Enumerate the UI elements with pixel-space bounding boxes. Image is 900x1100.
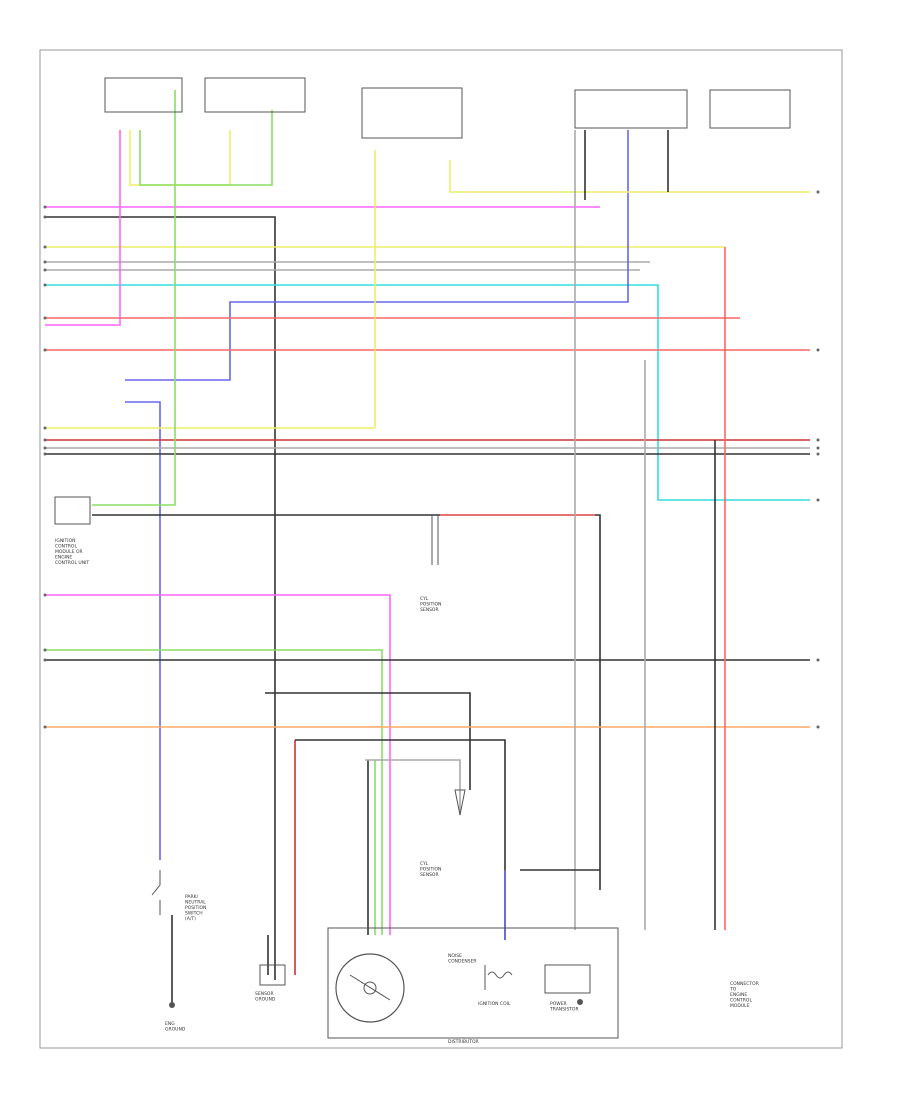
terminal-right-w-red-2 (816, 348, 820, 352)
terminal-right-w-orange (816, 725, 820, 729)
terminal-w-black-5 (43, 658, 47, 662)
distributor-rotor (335, 953, 405, 1023)
terminal-right-w-yellow-4 (816, 190, 820, 194)
connector-cam-sensor (431, 515, 439, 565)
terminal-w-yellow-2 (43, 426, 47, 430)
components-layer (54, 77, 791, 1039)
terminal-w-black-2 (43, 268, 47, 272)
wire-w-black-7 (295, 739, 506, 940)
component-ground-box (259, 964, 286, 986)
wire-w-pink-2 (45, 594, 391, 935)
distributor-hub (363, 981, 377, 995)
terminal-w-pink-2 (43, 593, 47, 597)
terminal-w-black-3 (43, 452, 47, 456)
terminal-w-black-top (43, 215, 47, 219)
terminal-w-gray-2 (43, 446, 47, 450)
terminal-w-red-2 (43, 348, 47, 352)
distributor-arm (349, 974, 391, 1001)
wire-w-yellow-3 (129, 130, 231, 186)
wire-w-cyan (45, 284, 810, 501)
wire-w-green-2 (45, 649, 383, 935)
diagram-border (39, 49, 843, 1049)
wire-w-green-1 (92, 90, 176, 506)
wire-w-green-3 (139, 110, 273, 186)
terminal-w-red-1 (43, 316, 47, 320)
terminal-right-w-black-3 (816, 452, 820, 456)
terminal-w-pink-top (43, 205, 47, 209)
wire-w-yellow-4 (449, 160, 810, 193)
terminal-w-yellow-1 (43, 245, 47, 249)
wire-w-blue-1 (125, 130, 629, 381)
wire-w-black-6 (265, 692, 471, 790)
terminal-w-red-3 (43, 438, 47, 442)
component-relay-2 (574, 89, 688, 129)
component-relay-1 (104, 77, 183, 113)
label-lbl-ign-coil: IGNITION COIL (478, 1001, 511, 1007)
wire-w-blue-2 (125, 401, 161, 860)
wires-layer (43, 90, 820, 1005)
wire-w-black-4 (92, 514, 601, 890)
ignition-coil-symbol (487, 971, 513, 979)
terminal-w-orange (43, 725, 47, 729)
terminal-w-gray-1 (43, 260, 47, 264)
ground-dot-left (169, 1002, 175, 1008)
component-sensor-left (54, 496, 91, 525)
terminal-right-w-gray-2 (816, 446, 820, 450)
wire-w-gray-5 (365, 759, 461, 815)
component-fuse-block-1 (204, 77, 306, 113)
terminal-w-green-2 (43, 648, 47, 652)
terminal-right-w-black-5 (816, 658, 820, 662)
terminal-w-cyan (43, 283, 47, 287)
terminal-right-w-cyan (816, 498, 820, 502)
ground-dot (577, 999, 583, 1005)
component-switch-1 (361, 87, 463, 139)
terminal-right-w-red-3 (816, 438, 820, 442)
label-lbl-distributor: DISTRIBUTOR (448, 1039, 479, 1045)
wire-w-black-top (45, 216, 276, 980)
power-transistor-symbol (544, 964, 591, 994)
component-relay-3 (709, 89, 791, 129)
wire-w-pink-3 (45, 130, 121, 326)
park-neutral-switch-symbol (151, 870, 161, 915)
component-distributor (327, 927, 619, 1039)
connector-crank-sensor (454, 789, 466, 816)
